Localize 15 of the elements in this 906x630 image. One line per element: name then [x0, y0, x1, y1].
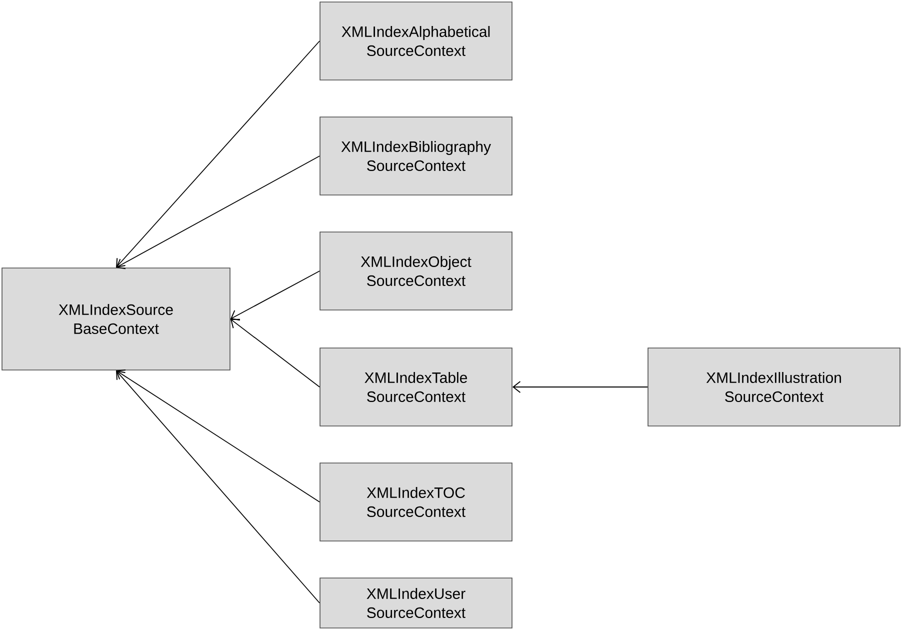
class-box: XMLIndexTOC SourceContext: [320, 462, 512, 542]
class-box: XMLIndexBibliography SourceContext: [320, 116, 512, 196]
class-box: XMLIndexAlphabetical SourceContext: [320, 2, 512, 80]
arrow: [230, 270, 320, 321]
arrow: [116, 156, 320, 270]
class-box: XMLIndexIllustration SourceContext: [648, 348, 900, 426]
arrow: [512, 381, 648, 393]
class-box: XMLIndexTable SourceContext: [320, 348, 512, 426]
arrow: [116, 370, 320, 502]
class-box: XMLIndexUser SourceContext: [320, 578, 512, 628]
class-box: XMLIndexObject SourceContext: [320, 232, 512, 310]
arrow: [116, 370, 320, 604]
class-box: XMLIndexSource BaseContext: [2, 268, 230, 370]
arrow: [230, 318, 320, 388]
arrow: [116, 40, 320, 268]
